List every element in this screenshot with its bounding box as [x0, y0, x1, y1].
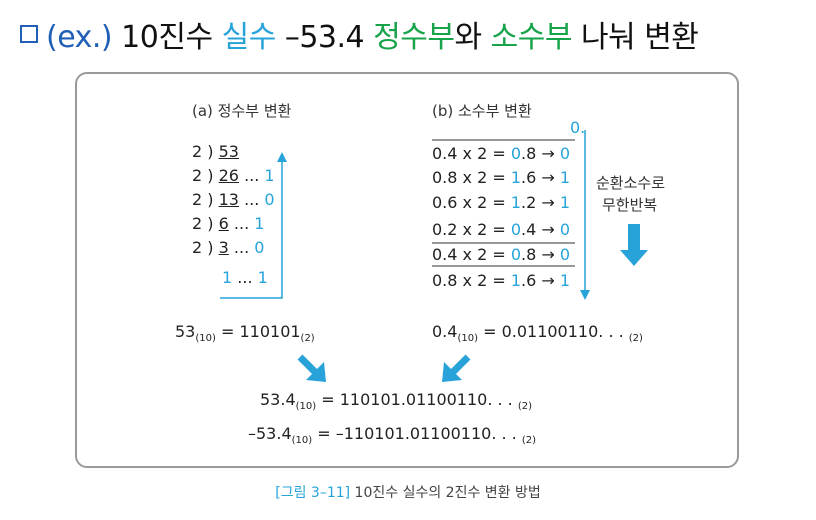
right-result: 0.4(10) = 0.01100110. . . (2): [432, 322, 643, 345]
down-arrow-icon: [580, 290, 590, 300]
up-arrow-icon: [277, 152, 287, 162]
right-top-zero: 0.: [570, 118, 586, 137]
diag-arrow-left-icon: [442, 354, 471, 382]
left-up-arrow-line: [220, 160, 283, 299]
caption-label: [그림 3–11]: [275, 485, 351, 501]
div-row-5: 1 ... 1: [222, 268, 268, 287]
title-intpart: 정수부: [373, 20, 455, 55]
slide-title: (ex.) 10진수 실수 –53.4 정수부와 소수부 나눠 변환: [20, 12, 699, 56]
mul-row-1: 0.8 x 2 = 1.6 → 1: [432, 168, 571, 187]
mul-row-2: 0.6 x 2 = 1.2 → 1: [432, 193, 571, 212]
title-part1: 10진수: [112, 20, 222, 55]
caption-text: 10진수 실수의 2진수 변환 방법: [350, 485, 541, 501]
figure-caption: [그림 3–11] 10진수 실수의 2진수 변환 방법: [0, 482, 816, 502]
title-fracpart: 소수부: [490, 20, 573, 55]
big-down-arrow-icon: [620, 250, 648, 266]
big-down-arrow-shaft: [628, 224, 640, 250]
div-row-4: 2 ) 3 ... 0: [192, 238, 265, 257]
figure-frame: [75, 72, 739, 468]
repeat-note-2: 무한반복: [602, 196, 658, 214]
diag-arrow-right-icon: [297, 354, 326, 382]
mul-row-4: 0.4 x 2 = 0.8 → 0: [432, 245, 571, 264]
final-line-2: –53.4(10) = –110101.01100110. . . (2): [248, 424, 537, 447]
title-ex: (ex.): [46, 20, 113, 55]
div-row-2: 2 ) 13 ... 0: [192, 190, 275, 209]
left-heading: (a) 정수부 변환: [192, 102, 292, 120]
mul-row-0: 0.4 x 2 = 0.8 → 0: [432, 144, 571, 163]
title-wa: 와: [454, 20, 491, 55]
final-line-1: 53.4(10) = 110101.01100110. . . (2): [260, 390, 533, 413]
title-rest: 나눠 변환: [571, 20, 699, 55]
title-num: –53.4: [275, 20, 374, 55]
div-row-3: 2 ) 6 ... 1: [192, 214, 265, 233]
repeat-note-1: 순환소수로: [596, 174, 666, 192]
mul-row-5: 0.8 x 2 = 1.6 → 1: [432, 271, 571, 290]
div-row-1: 2 ) 26 ... 1: [192, 166, 275, 185]
title-real: 실수: [221, 20, 277, 55]
left-result: 53(10) = 110101(2): [175, 322, 315, 345]
mul-row-3: 0.2 x 2 = 0.4 → 0: [432, 220, 571, 239]
checkbox-bullet-icon: [20, 25, 38, 43]
div-row-0: 2 ) 53: [192, 142, 239, 161]
right-heading: (b) 소수부 변환: [432, 102, 532, 120]
